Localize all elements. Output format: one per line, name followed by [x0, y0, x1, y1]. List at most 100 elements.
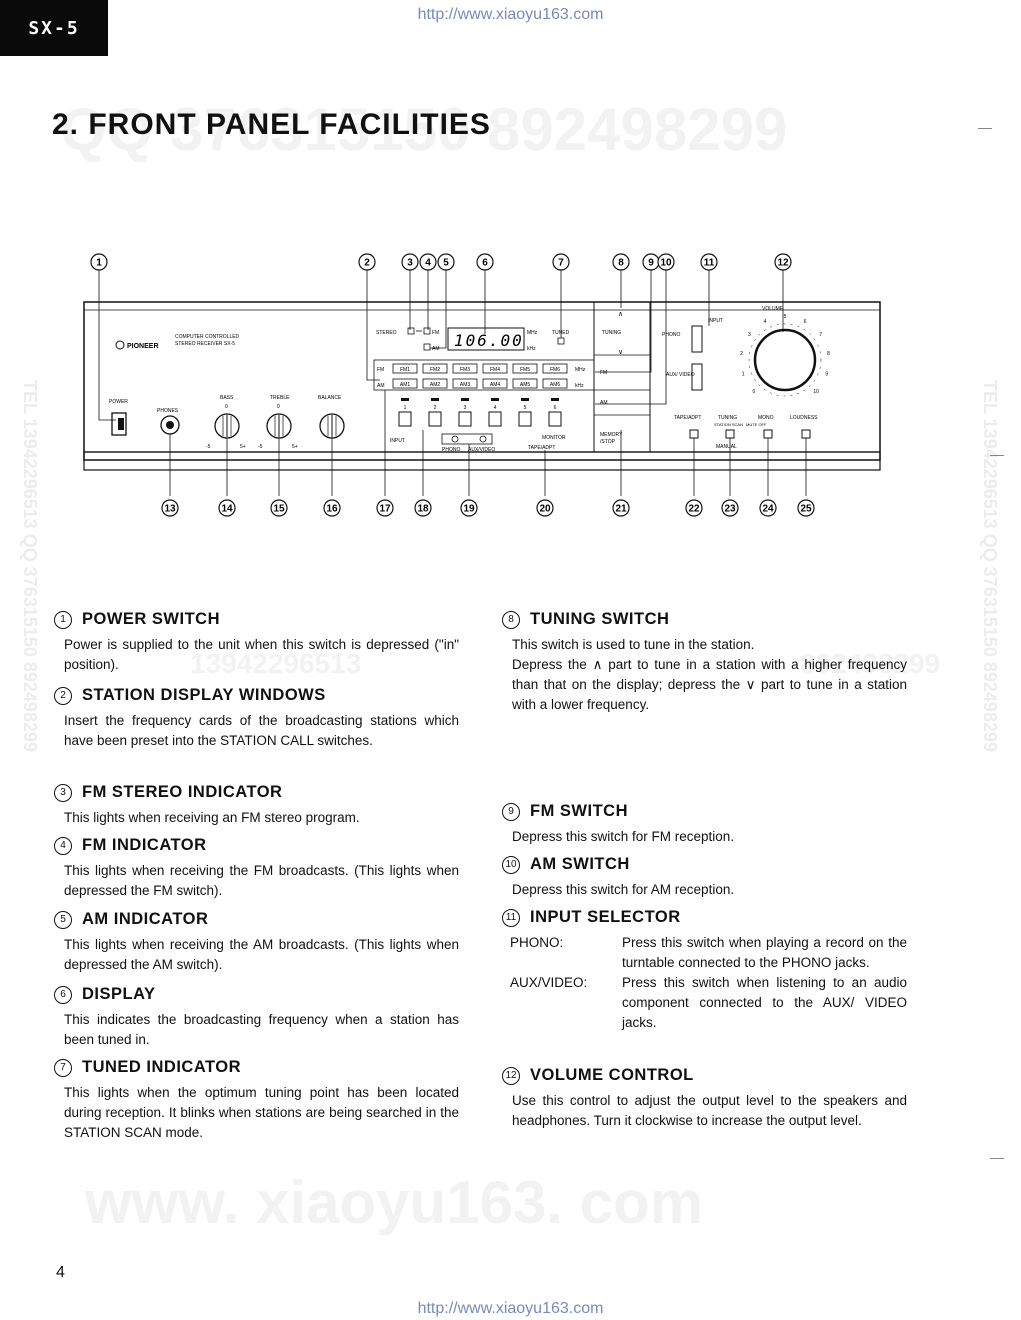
footer-url[interactable]: http://www.xiaoyu163.com	[417, 1300, 604, 1317]
bottom-callout-circle	[721, 499, 739, 517]
pioneer-logo-icon	[115, 340, 125, 350]
section-body: This lights when receiving an FM stereo …	[64, 810, 360, 825]
fm-presets-label: FM6	[550, 367, 560, 373]
brand: PIONEER	[127, 343, 159, 350]
station-call-led	[431, 398, 439, 401]
bottom-callout-number: 24	[762, 504, 774, 515]
section-number: 5	[54, 910, 72, 929]
station-call-number: 2	[434, 405, 437, 411]
volume-scale-tick: 0	[753, 389, 756, 395]
phono-button	[691, 325, 703, 353]
section-heading: AM INDICATOR	[82, 910, 209, 928]
am-presets-label: AM1	[400, 382, 411, 388]
am-presets-window	[452, 378, 478, 389]
section-body: This lights when receiving the AM broadc…	[64, 937, 459, 972]
station-call-led	[521, 398, 529, 401]
fm-presets-label: FM2	[430, 367, 440, 373]
am-presets-window	[482, 378, 508, 389]
bottom-callout-circle	[323, 499, 341, 517]
fm-presets-window	[422, 363, 448, 374]
section-heading: POWER SWITCH	[82, 610, 220, 628]
section-number: 12	[502, 1066, 520, 1085]
section-am-indicator: 5 AM INDICATOR This lights when receiving…	[54, 910, 459, 975]
fm-presets-window	[512, 363, 538, 374]
svg-text:TAPE/ADPT: TAPE/ADPT	[674, 415, 701, 421]
svg-text:-5: -5	[206, 444, 211, 450]
station-call-button	[518, 411, 532, 427]
bottom-callout-circle	[414, 499, 432, 517]
volume-scale-tick: 3	[748, 332, 751, 338]
station-call-button	[398, 411, 412, 427]
station-call-button	[488, 411, 502, 427]
selector-row-phono: PHONO: Press this switch when playing a …	[510, 935, 907, 970]
svg-text:5+: 5+	[292, 444, 298, 450]
leader-lines	[98, 270, 807, 496]
volume-scale-tick: 8	[827, 351, 830, 357]
svg-text:TREBLE: TREBLE	[270, 395, 290, 401]
svg-text:STATION SCAN: STATION SCAN	[714, 422, 743, 427]
tuning-label: TUNING	[602, 330, 621, 336]
section-number: 2	[54, 686, 72, 705]
treble-knob: TREBLE -5 0 5+	[258, 395, 298, 450]
fm-presets-label: FM1	[400, 367, 410, 373]
balance-knob: BALANCE	[318, 395, 345, 439]
page-number: 4	[56, 1264, 65, 1281]
section-number: 6	[54, 985, 72, 1004]
input-selector-display	[441, 433, 493, 445]
bottom-callout-circle	[376, 499, 394, 517]
section-number: 8	[502, 610, 520, 629]
section-heading: TUNING SWITCH	[530, 610, 670, 628]
fm-presets-window	[392, 363, 418, 374]
top-callout-number: 12	[777, 258, 789, 269]
header-url[interactable]: http://www.xiaoyu163.com	[417, 6, 604, 23]
volume-scale-tick: 2	[740, 351, 743, 357]
fm-presets-window	[452, 363, 478, 374]
volume-knob	[753, 328, 817, 392]
section-number: 7	[54, 1058, 72, 1077]
bottom-callout-circle	[685, 499, 703, 517]
svg-text:5+: 5+	[240, 444, 246, 450]
section-number: 11	[502, 908, 520, 927]
bottom-callout-circle	[218, 499, 236, 517]
station-call-number: 5	[524, 405, 527, 411]
svg-text:AUX/ VIDEO: AUX/ VIDEO	[666, 372, 695, 378]
tape-adpt-button	[689, 429, 699, 439]
mono-button	[763, 429, 773, 439]
volume-label: VOLUME	[762, 306, 784, 312]
loudness-button	[801, 429, 811, 439]
svg-text:BASS: BASS	[220, 395, 234, 401]
station-call-number: 4	[494, 405, 497, 411]
am-presets-window	[392, 378, 418, 389]
frequency-display	[447, 327, 525, 351]
station-call-number: 3	[464, 405, 467, 411]
station-call-led	[401, 398, 409, 401]
svg-text:AUX/VIDEO: AUX/VIDEO	[468, 447, 495, 453]
am-presets-label: AM4	[490, 382, 501, 388]
volume-scale-tick: 6	[804, 319, 807, 325]
bottom-callout-number: 19	[463, 504, 475, 515]
top-callout-number: 5	[443, 258, 449, 269]
svg-text:AM: AM	[432, 346, 440, 352]
station-scan-button	[725, 429, 735, 439]
watermark-right-vertical: TEL 13942296513 QQ 376315150 892498299	[980, 380, 1000, 752]
am-presets-window	[542, 378, 568, 389]
svg-text:MONO: MONO	[758, 415, 774, 421]
section-body: This indicates the broadcasting frequenc…	[64, 1012, 459, 1047]
section-heading: VOLUME CONTROL	[530, 1066, 694, 1084]
aux-video-button	[691, 363, 703, 391]
section-body: This switch is used to tune in the stati…	[512, 637, 755, 652]
top-callout-number: 3	[407, 258, 413, 269]
am-presets-label: AM3	[460, 382, 471, 388]
station-call-number: 6	[554, 405, 557, 411]
section-body: This lights when the optimum tuning poin…	[64, 1085, 459, 1140]
tape-adpt-label: TAPE/ADPT	[528, 445, 555, 451]
